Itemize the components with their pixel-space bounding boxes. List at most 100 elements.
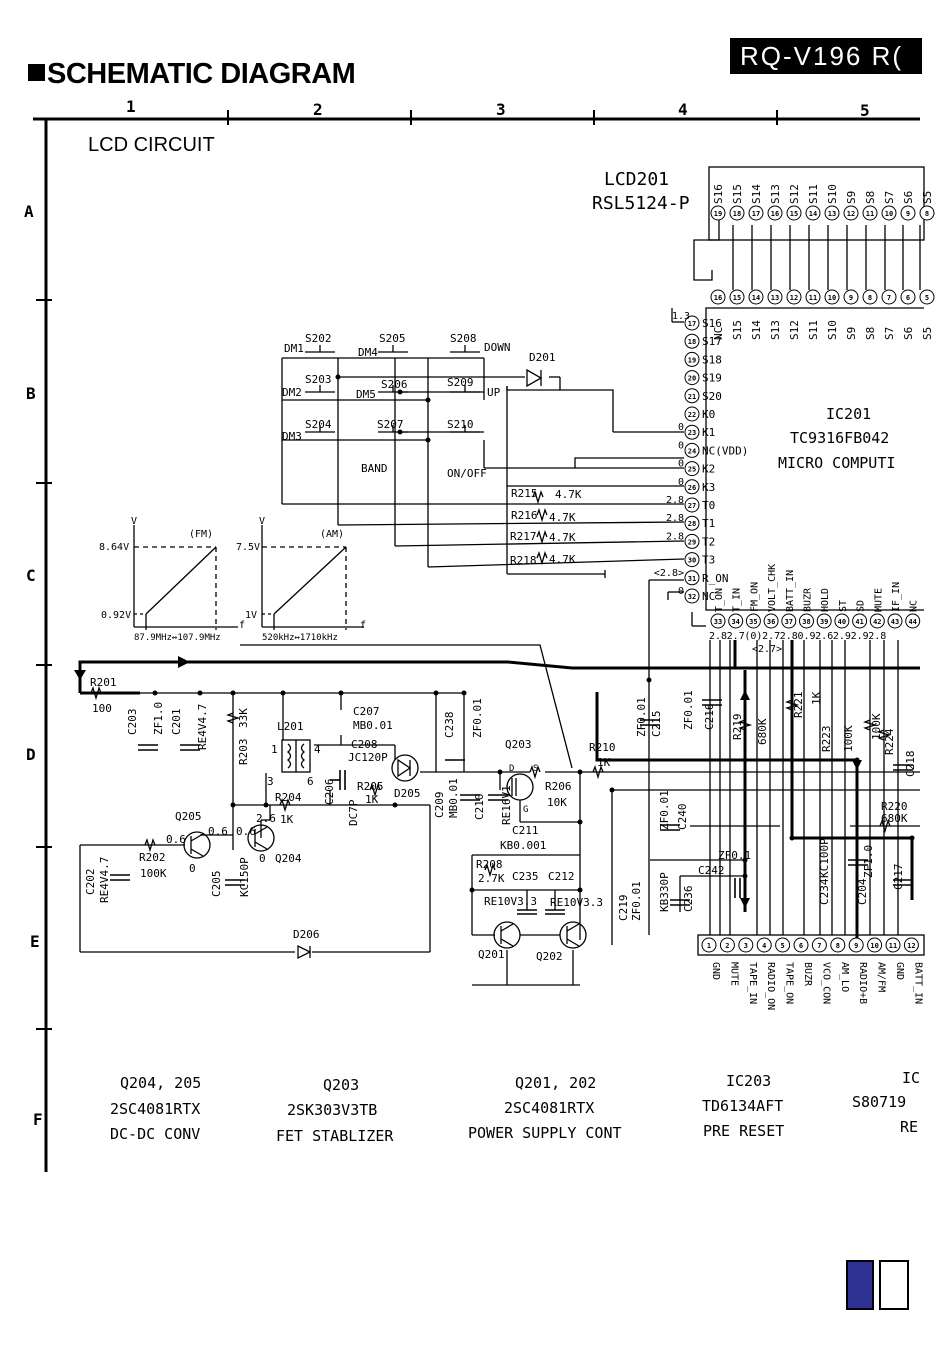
ic201-pin-label: NC(VDD) [702,444,748,457]
d201-label: D201 [529,351,556,364]
lcd-pin: 16 [767,205,783,221]
dm3-label: DM3 [282,430,302,443]
junction-dot [577,887,583,893]
ic201-pin: 27 [684,497,700,513]
junction-dot [335,374,341,380]
ic201-pin: 41 [852,613,868,629]
lcd-pin-label: S14 [750,184,763,204]
r201-value: 100 [92,702,112,715]
r218-value: 4.7K [549,553,576,566]
c242-value: ZF0.1 [718,849,751,862]
c219-value: ZF0.01 [630,881,643,921]
ic201-pin-label: ST [838,600,849,612]
lcd-pin: 11 [862,205,878,221]
node-voltage-q205-collector: 0.6 [208,825,228,838]
junction-dot [230,690,236,696]
q201-transistor-icon [493,921,521,949]
ic201-pin-voltage: 2.9 [851,631,869,642]
ic201-pin: 12 [786,289,802,305]
ic201-pin-label: S9 [845,327,858,340]
am-v-low: 1V [245,610,257,621]
q205-transistor-icon [183,831,211,859]
svg-text:7: 7 [887,294,891,302]
c203-ref: C203 [126,709,139,736]
am-graph [261,525,364,630]
lcd-pin: 15 [786,205,802,221]
footer-q201-part: 2SC4081RTX [504,1099,594,1117]
svg-text:40: 40 [838,618,846,626]
svg-text:17: 17 [752,210,760,218]
ic201-pin: 6 [900,289,916,305]
connector-pin: 5 [775,937,791,953]
ic201-pin-voltage: 2.8 [709,631,727,642]
ic201-pin: 31 [684,570,700,586]
c235-value: RE10V3.3 [484,895,537,908]
connector-pin-label: GND [894,962,905,980]
c205-value: KC150P [238,857,251,897]
r219-value: 680K [756,718,769,745]
r220-ref: R220 [881,800,908,813]
r223-ref: R223 [820,726,833,753]
c238-ref: C238 [443,712,456,739]
svg-text:13: 13 [771,294,779,302]
svg-text:6: 6 [906,294,910,302]
power-bus-top [78,660,920,693]
fm-v-axis: V [131,516,137,527]
svg-text:14: 14 [809,210,817,218]
c206-ref: C206 [323,779,336,806]
connector-pin: 6 [793,937,809,953]
ic201-pin-label: S11 [807,320,820,340]
junction-dot [909,835,915,841]
junction-dot [392,802,398,808]
lcd-pin: 18 [729,205,745,221]
lcd-pin-label: S11 [807,184,820,204]
connector-pin-label: AM_LO [839,962,850,992]
c215-value: ZF0.01 [635,697,648,737]
s210-label: S210 [447,418,474,431]
c205-ref: C205 [210,871,223,898]
ic201-pin: 23 [684,424,700,440]
ic201-pin-voltage: 2.7 [762,631,780,642]
r202-value: 100K [140,867,167,880]
svg-text:25: 25 [688,466,696,474]
ic201-pin-label: S13 [769,320,782,340]
ic201-pin: 20 [684,370,700,386]
ic201-pin-label: BATT_IN [785,570,796,612]
q201-ref: Q201 [478,948,505,961]
band-label: BAND [361,462,388,475]
svg-text:2: 2 [725,942,729,950]
svg-text:13: 13 [828,210,836,218]
ic201-pin-label: NC [712,327,725,340]
r217-ref: R217 [510,530,537,543]
connector-pin: 8 [830,937,846,953]
ic201-pin-label: S15 [731,320,744,340]
r206-value: 10K [547,796,567,809]
ic201-pin-voltage: 0.9 [797,631,815,642]
connector-pin-label: RADIO+B [857,962,868,1004]
ic201-pin: 38 [799,613,814,629]
am-f-axis: f [360,620,366,631]
r224-value: 100K [870,713,883,740]
junction-dot [338,690,344,696]
key-matrix-wiring [281,357,706,680]
ic201-pin: 19 [684,351,700,367]
svg-text:37: 37 [785,618,793,626]
am-tag: (AM) [320,529,344,540]
footer-q203-refs: Q203 [323,1076,359,1094]
c209-value: MB0.01 [447,778,460,818]
s202-label: S202 [305,332,332,345]
ic201-pin: 17 [684,315,700,331]
ic201-upper-pins: 16NC15S1514S1413S1312S1211S1110S109S98S8… [710,289,935,340]
lcd-pin-label: S7 [883,191,896,204]
r203-value: 33K [237,708,250,728]
c212-ref: C212 [548,870,575,883]
svg-text:22: 22 [688,411,696,419]
ic201-pin-label: S17 [702,335,722,348]
q202-ref: Q202 [536,950,563,963]
svg-text:10: 10 [828,294,836,302]
r201-ref: R201 [90,676,117,689]
dm4-label: DM4 [358,346,378,359]
svg-text:39: 39 [820,618,828,626]
svg-text:19: 19 [714,210,722,218]
ic201-pin-label: S12 [788,320,801,340]
